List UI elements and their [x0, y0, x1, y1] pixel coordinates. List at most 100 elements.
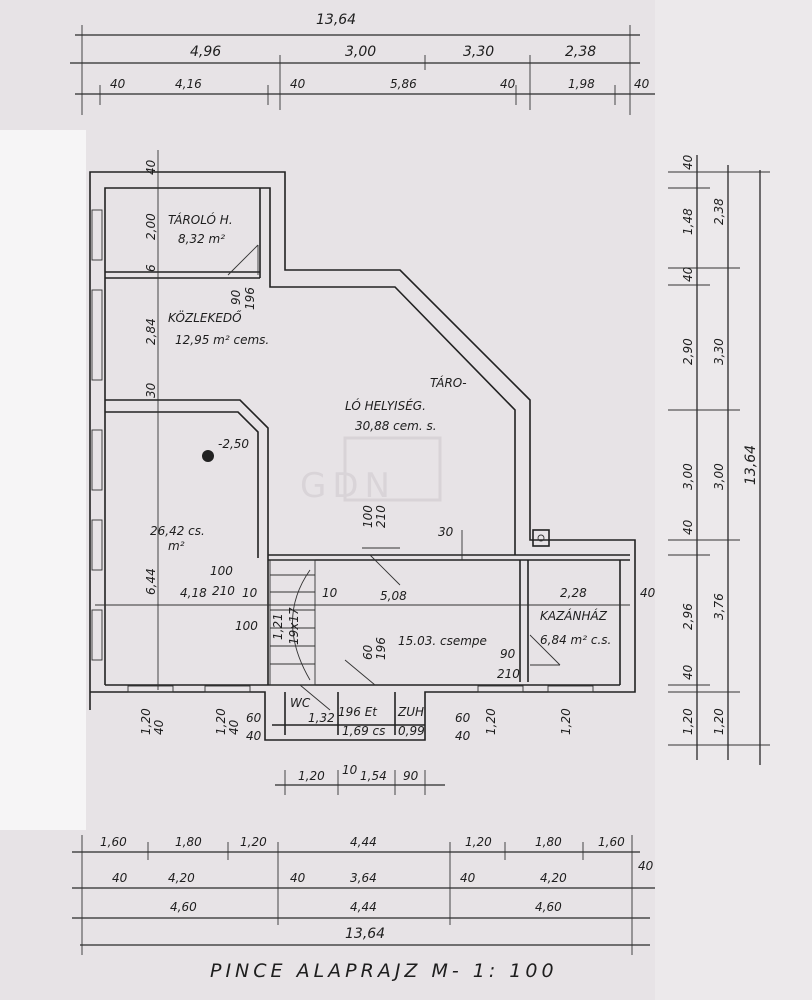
dimension-label: 3,64: [350, 871, 377, 885]
dimension-label: 3,00: [712, 463, 726, 490]
dimension-label: 6: [144, 264, 158, 272]
dimension-label: 2,28: [560, 586, 587, 600]
dimension-label: 4,44: [350, 835, 377, 849]
dim-total-top: 13,64: [316, 12, 356, 28]
dimension-label: 4,60: [535, 900, 562, 914]
dimension-label: 1,21: [271, 613, 285, 640]
dimension-label: 30: [144, 382, 158, 398]
dimension-label: 3,00: [345, 44, 376, 60]
dimension-label: 1,20: [559, 708, 573, 735]
dimension-label: 3,00: [681, 463, 695, 490]
dimension-label: 1,20: [681, 708, 695, 735]
dimension-label: 1,60: [598, 835, 625, 849]
dimension-label: 40: [110, 77, 126, 91]
dimension-label: 40: [460, 871, 476, 885]
watermark: GDN: [300, 466, 396, 506]
room-tarolo-helyiseg: TÁRO-: [430, 375, 467, 390]
dimension-label: 12,95 m² cems.: [175, 333, 269, 347]
dimension-label: 2,84: [144, 318, 158, 345]
dimension-label: 4,18: [180, 586, 207, 600]
dimension-label: 3,30: [712, 338, 726, 365]
dimension-label: 10: [322, 586, 338, 600]
dimension-label: 1,20: [484, 708, 498, 735]
dimension-label: 40: [227, 719, 241, 735]
dimension-label: 40: [112, 871, 128, 885]
dimension-label: 1,20: [712, 708, 726, 735]
top-dimensions: 13,64 4,96 3,00 3,30 2,38 40 4,16 40 5,8…: [70, 12, 655, 115]
room-et: 196 Et: [338, 705, 378, 719]
dimension-label: 2,38: [565, 44, 596, 60]
dimension-label: 2,96: [681, 603, 695, 630]
room-labels: TÁROLÓ H. 8,32 m² KÖZLEKEDŐ 12,95 m² cem…: [150, 212, 611, 738]
level-marker-icon: [202, 450, 214, 462]
dimension-label: 1,20: [214, 708, 228, 735]
dimension-label: 90: [500, 647, 516, 661]
paper-background-right: [655, 0, 812, 1000]
drawing-title: PINCE ALAPRAJZ M- 1: 100: [210, 960, 558, 982]
dimension-label: 1,98: [568, 77, 595, 91]
dimension-label: 10: [242, 586, 258, 600]
dimension-label: 4,96: [190, 44, 221, 60]
dimension-label: 3,76: [712, 593, 726, 620]
dimension-label: 2,38: [712, 198, 726, 225]
dimension-label: 1,48: [681, 208, 695, 235]
dimension-label: 1,20: [240, 835, 267, 849]
dimension-label: 2,90: [681, 338, 695, 365]
dimension-label: 6,44: [144, 568, 158, 595]
dimension-label: 40: [681, 664, 695, 680]
dimension-label: 8,32 m²: [178, 232, 225, 246]
dimension-label: 3,30: [463, 44, 494, 60]
dimension-label: 6,84 m² c.s.: [540, 633, 611, 647]
dimension-label: 40: [681, 266, 695, 282]
room-kozlekedo: KÖZLEKEDŐ: [168, 309, 242, 325]
dimension-label: 1,80: [535, 835, 562, 849]
dimension-label: 13,64: [345, 926, 385, 942]
dimension-label: 40: [246, 729, 262, 743]
room-tarolo-h: TÁROLÓ H.: [168, 212, 233, 227]
dimension-label: 90: [229, 289, 243, 305]
dimension-label: 4,44: [350, 900, 377, 914]
dimension-label: LÓ HELYISÉG.: [345, 398, 426, 413]
dimension-label: 40: [500, 77, 516, 91]
dimension-label: 0,99: [398, 724, 425, 738]
dimension-label: m²: [168, 539, 185, 553]
dimension-label: 40: [640, 586, 656, 600]
watermark-logo: [343, 436, 442, 502]
dimension-label: 19x17: [287, 607, 301, 645]
dimension-label: 1,54: [360, 769, 387, 783]
dimension-label: 30,88 cem. s.: [355, 419, 437, 433]
dimension-label: 4,60: [170, 900, 197, 914]
stairs: [269, 559, 316, 686]
dimension-label: 40: [152, 719, 166, 735]
dimension-label: 40: [681, 519, 695, 535]
room-wc: WC: [290, 696, 311, 710]
dimension-label: 1,20: [139, 708, 153, 735]
doors: [227, 244, 561, 711]
dimension-label: 2,00: [144, 213, 158, 240]
dimension-label: 90: [403, 769, 419, 783]
dimension-label: 60: [246, 711, 262, 725]
dimension-label: 13,64: [743, 445, 759, 485]
dimension-label: 1,69 cs: [342, 724, 385, 738]
dimension-label: 10: [342, 763, 358, 777]
dimension-label: 30: [438, 525, 454, 539]
dimension-label: 40: [638, 859, 654, 873]
dimension-label: 40: [455, 729, 471, 743]
right-dimensions: 40 1,48 40 2,90 3,00 40 2,96 40 1,20 2,3…: [668, 154, 770, 765]
dimension-label: 100: [210, 564, 233, 578]
dimension-label: 100: [361, 505, 375, 528]
dimension-label: 1,60: [100, 835, 127, 849]
dimension-label: 1,20: [465, 835, 492, 849]
walls: [89, 171, 636, 741]
dimension-label: 1,20: [298, 769, 325, 783]
dimension-label: 60: [455, 711, 471, 725]
dimension-label: 100: [235, 619, 258, 633]
dimension-label: -2,50: [218, 437, 249, 451]
dimension-label: 40: [290, 871, 306, 885]
room-center: 15.03. csempe: [398, 634, 487, 648]
dimension-label: 196: [243, 287, 257, 310]
wc-dimensions: 1,20 10 1,54 90: [275, 763, 445, 795]
dimension-label: 196: [374, 637, 388, 660]
dimension-label: 40: [681, 154, 695, 170]
